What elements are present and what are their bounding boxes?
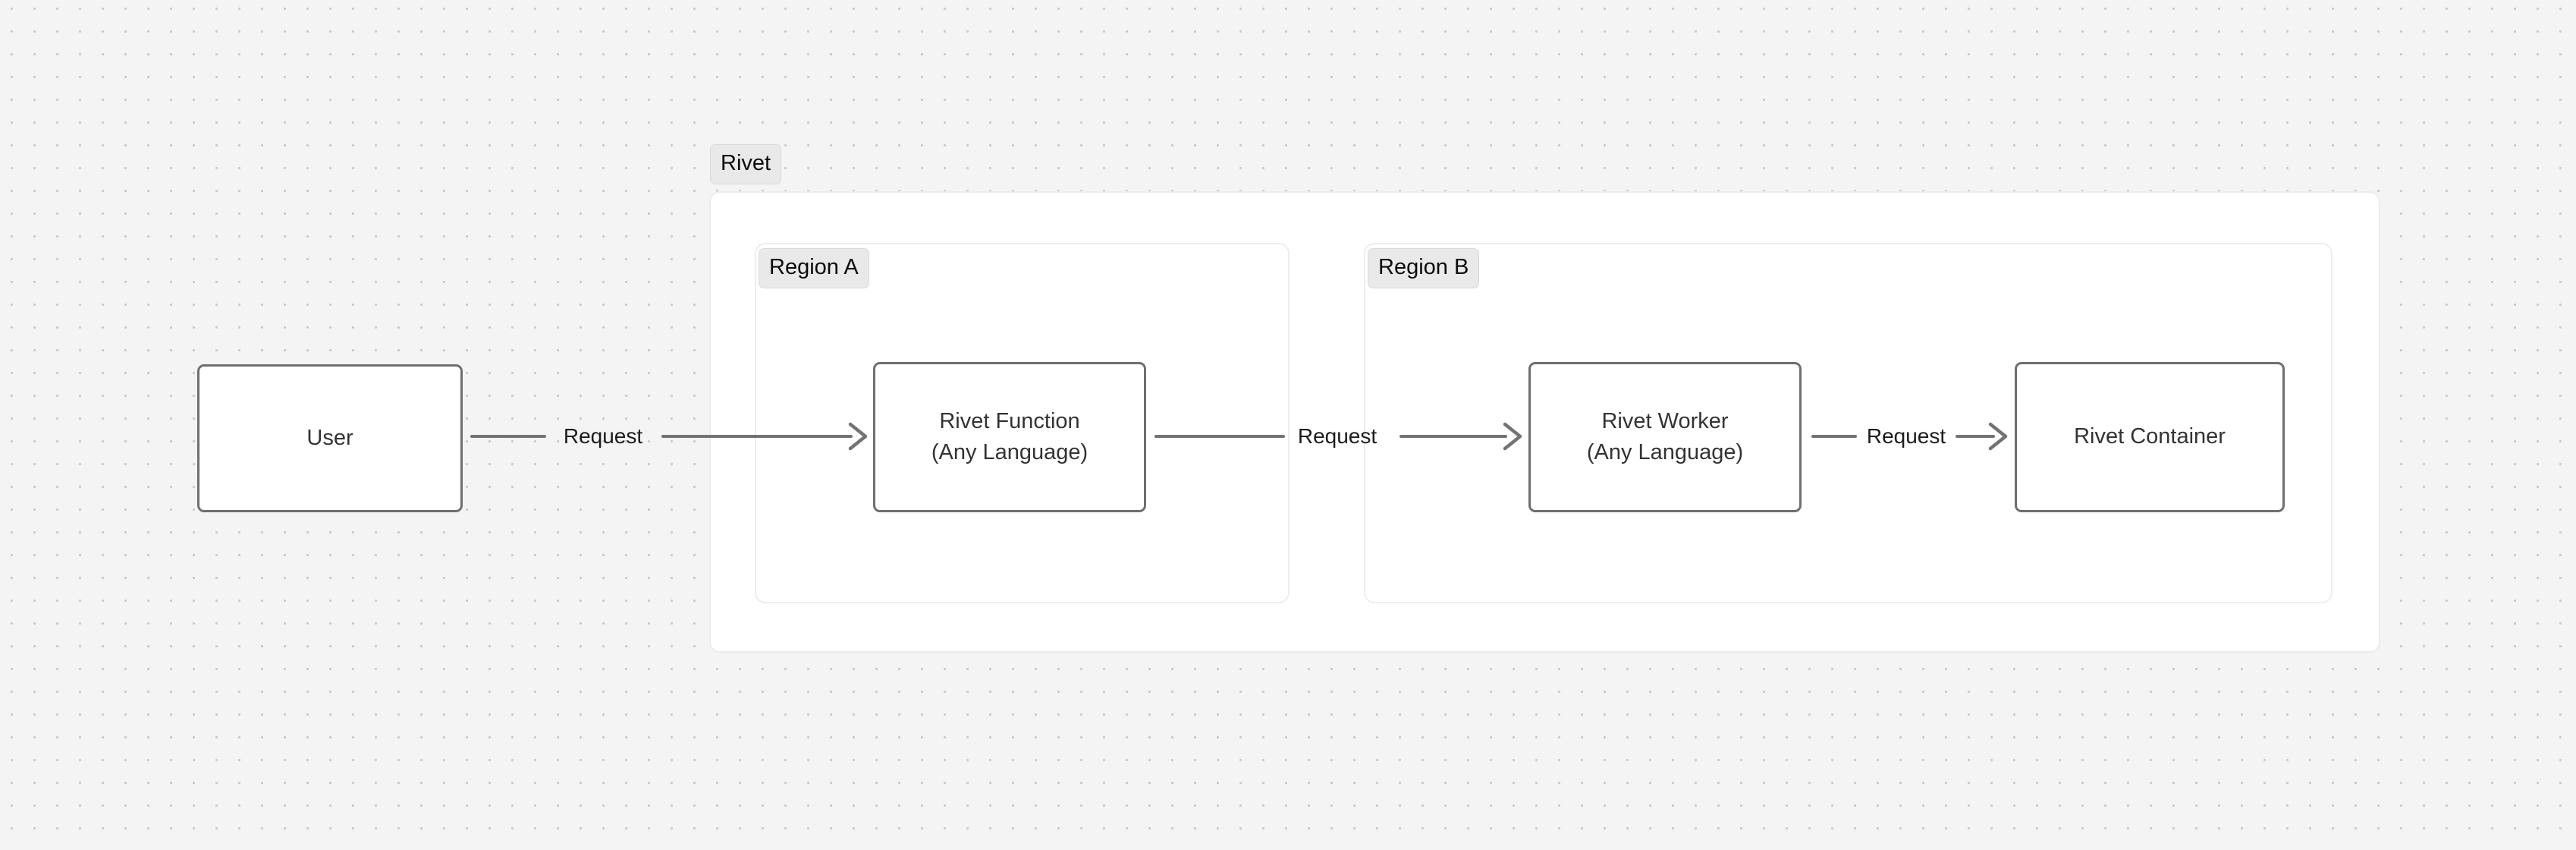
edge-worker-to-container-segment xyxy=(1956,435,1995,438)
node-rivet-function-title: Rivet Function xyxy=(939,408,1080,433)
edge-function-to-worker-segment xyxy=(1400,435,1507,438)
group-label-rivet[interactable]: Rivet xyxy=(710,144,782,184)
arrowhead-icon xyxy=(1500,420,1526,453)
node-rivet-worker-title: Rivet Worker xyxy=(1601,408,1729,433)
arrowhead-icon xyxy=(846,420,872,453)
node-rivet-worker[interactable]: Rivet Worker (Any Language) xyxy=(1528,362,1802,512)
edge-worker-to-container-segment xyxy=(1811,435,1857,438)
edge-label-request-3: Request xyxy=(1866,424,1946,448)
node-rivet-function[interactable]: Rivet Function (Any Language) xyxy=(873,362,1146,512)
edge-label-request-1: Request xyxy=(563,424,643,448)
edge-user-to-function-segment xyxy=(661,435,853,438)
node-user[interactable]: User xyxy=(197,364,463,512)
group-label-region-b[interactable]: Region B xyxy=(1368,248,1480,288)
node-rivet-container-label: Rivet Container xyxy=(2074,424,2226,449)
node-rivet-function-subtitle: (Any Language) xyxy=(931,440,1089,464)
edge-user-to-function-segment xyxy=(470,435,546,438)
node-user-label: User xyxy=(306,425,353,450)
node-rivet-worker-subtitle: (Any Language) xyxy=(1586,440,1744,464)
node-rivet-container[interactable]: Rivet Container xyxy=(2015,362,2285,512)
group-label-region-a[interactable]: Region A xyxy=(759,248,869,288)
arrowhead-icon xyxy=(1986,420,2012,453)
edge-function-to-worker-segment xyxy=(1154,435,1285,438)
edge-label-request-2: Request xyxy=(1297,424,1378,448)
